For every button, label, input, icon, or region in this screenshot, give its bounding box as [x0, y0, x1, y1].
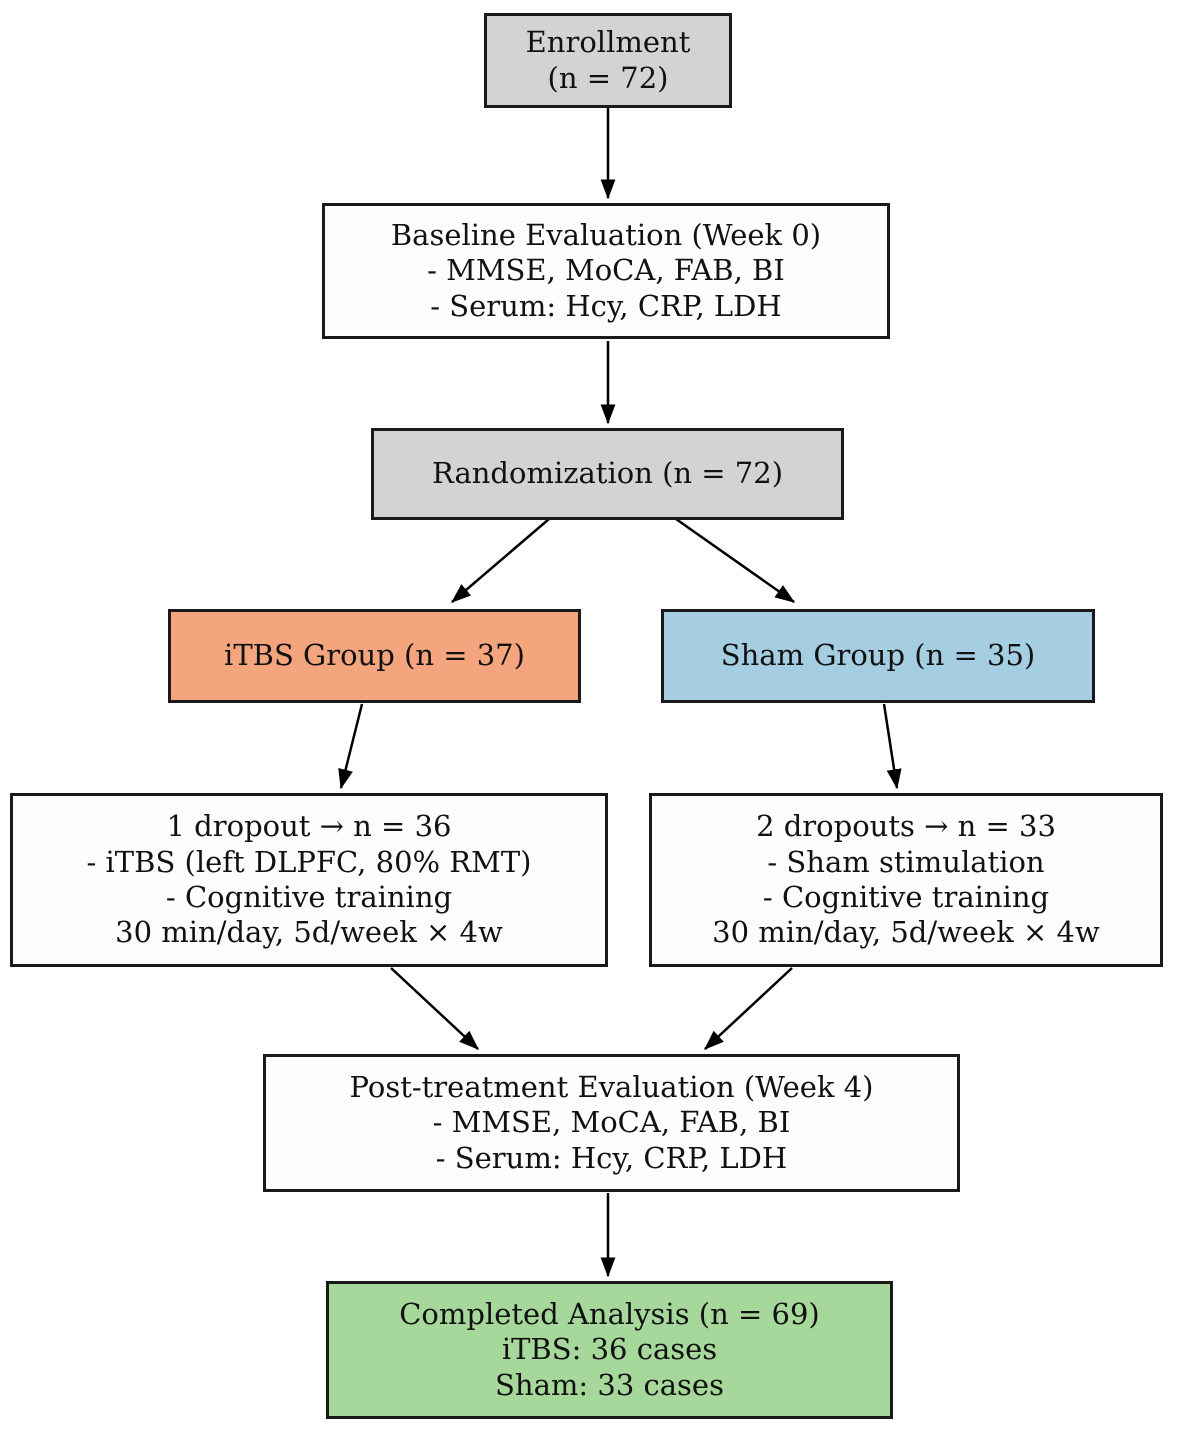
post-treatment-title: Post-treatment Evaluation (Week 4) — [349, 1069, 874, 1104]
itbs-group-title: iTBS Group (n = 37) — [224, 638, 525, 673]
sham-treatment-box: 2 dropouts → n = 33 - Sham stimulation -… — [649, 793, 1163, 967]
itbs-training-line: - Cognitive training — [165, 880, 453, 914]
arrow-randomization-to-sham-group — [675, 517, 796, 604]
completed-itbs-count: iTBS: 36 cases — [501, 1332, 718, 1367]
arrow-itbs-group-to-treatment — [338, 703, 364, 790]
itbs-treatment-box: 1 dropout → n = 36 - iTBS (left DLPFC, 8… — [10, 793, 608, 967]
randomization-box: Randomization (n = 72) — [371, 428, 844, 520]
sham-training-line: - Cognitive training — [762, 880, 1050, 914]
completed-title: Completed Analysis (n = 69) — [399, 1296, 820, 1331]
arrow-sham-treatment-to-post — [704, 967, 793, 1050]
enrollment-count: (n = 72) — [547, 60, 669, 95]
sham-group-title: Sham Group (n = 35) — [720, 638, 1036, 673]
itbs-group-box: iTBS Group (n = 37) — [168, 609, 581, 703]
baseline-title: Baseline Evaluation (Week 0) — [390, 217, 822, 252]
itbs-schedule-line: 30 min/day, 5d/week × 4w — [115, 915, 503, 950]
post-treatment-item-1: - MMSE, MoCA, FAB, BI — [432, 1105, 791, 1140]
sham-protocol-line: - Sham stimulation — [767, 844, 1045, 879]
enrollment-box: Enrollment (n = 72) — [484, 13, 732, 108]
baseline-item-1: - MMSE, MoCA, FAB, BI — [427, 253, 785, 288]
sham-dropout-line: 2 dropouts → n = 33 — [756, 809, 1056, 844]
arrow-sham-group-to-treatment — [882, 703, 902, 790]
sham-group-box: Sham Group (n = 35) — [661, 609, 1095, 703]
sham-schedule-line: 30 min/day, 5d/week × 4w — [712, 915, 1100, 950]
enrollment-title: Enrollment — [525, 25, 691, 60]
randomization-title: Randomization (n = 72) — [431, 456, 784, 491]
baseline-evaluation-box: Baseline Evaluation (Week 0) - MMSE, MoC… — [322, 203, 890, 339]
itbs-dropout-line: 1 dropout → n = 36 — [166, 809, 452, 844]
completed-sham-count: Sham: 33 cases — [495, 1367, 724, 1402]
arrow-randomization-to-itbs-group — [451, 518, 550, 603]
post-treatment-evaluation-box: Post-treatment Evaluation (Week 4) - MMS… — [263, 1054, 960, 1192]
completed-analysis-box: Completed Analysis (n = 69) iTBS: 36 cas… — [326, 1281, 893, 1419]
post-treatment-item-2: - Serum: Hcy, CRP, LDH — [435, 1140, 788, 1175]
itbs-protocol-line: - iTBS (left DLPFC, 80% RMT) — [86, 844, 532, 879]
baseline-item-2: - Serum: Hcy, CRP, LDH — [430, 288, 782, 323]
arrow-itbs-treatment-to-post — [390, 967, 479, 1050]
